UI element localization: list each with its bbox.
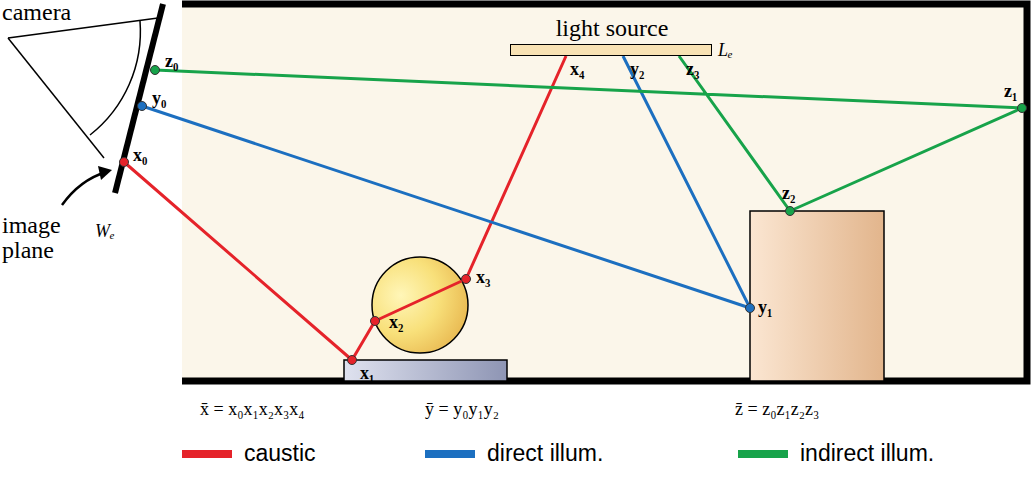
- path-vertex: [348, 356, 357, 365]
- vertex-label: z₂: [782, 184, 795, 202]
- path-vertex: [120, 158, 129, 167]
- vertex-label: y₀: [152, 89, 166, 107]
- legend-text: caustic: [244, 442, 316, 465]
- vertex-label: x₃: [476, 268, 490, 286]
- caustic-path: [124, 56, 566, 360]
- glass-sphere: [372, 257, 468, 353]
- box: [750, 211, 884, 381]
- path-vertex: [746, 304, 755, 313]
- symbol-label: Wₑ: [95, 222, 115, 240]
- legend-text: direct illum.: [487, 442, 603, 465]
- node-title: light source: [556, 16, 669, 41]
- path-vertex: [1018, 104, 1027, 113]
- vertex-label: y₂: [630, 60, 644, 78]
- vertex-label: x₄: [570, 60, 584, 78]
- pointer-arrow: [62, 172, 106, 205]
- path-vertex: [371, 317, 380, 326]
- path-vertex: [786, 207, 795, 216]
- vertex-label: z₁: [1004, 82, 1017, 100]
- legend-swatch: [425, 450, 475, 458]
- path-vertex: [462, 275, 471, 284]
- vertex-label: z₀: [165, 52, 178, 70]
- objects: [344, 211, 884, 381]
- path-vertex: [138, 102, 147, 111]
- vertex-label: x₂: [389, 313, 403, 331]
- vertex-label: x₀: [133, 146, 147, 164]
- arrow-head: [98, 166, 112, 180]
- light-source: light sourceLₑ: [510, 44, 712, 56]
- indirect-path: [155, 56, 1022, 211]
- direct-path: [142, 56, 750, 308]
- caption-text: image plane: [2, 213, 82, 263]
- vertex-label: y₁: [758, 298, 772, 316]
- legend-swatch: [738, 450, 788, 458]
- plate: [344, 360, 507, 381]
- path-formula: z̄ = z₀z₁z₂z₃: [735, 400, 819, 418]
- path-formula: x̄ = x₀x₁x₂x₃x₄: [200, 400, 305, 418]
- path-vertex: [151, 66, 160, 75]
- room-floor: [182, 4, 1027, 381]
- path-formula: ȳ = y₀y₁y₂: [425, 400, 499, 418]
- vertex-label: z₃: [686, 60, 699, 78]
- light-paths: [124, 56, 1022, 360]
- room: [182, 4, 1027, 381]
- legend-text: indirect illum.: [800, 442, 934, 465]
- caption-text: camera: [2, 0, 71, 25]
- vertex-label: x₁: [360, 364, 374, 382]
- room-wall: [182, 4, 1027, 381]
- emission-symbol: Lₑ: [718, 41, 733, 59]
- camera-frustum: [8, 38, 104, 158]
- legend-swatch: [182, 450, 232, 458]
- vertices: [120, 66, 1027, 365]
